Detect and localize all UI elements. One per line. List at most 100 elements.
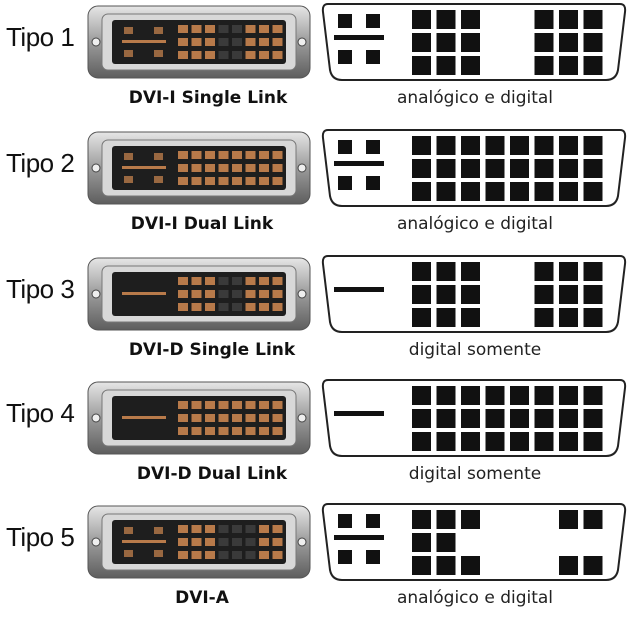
digital-pin — [485, 182, 505, 201]
connector-photo — [87, 5, 311, 79]
analog-contact — [154, 176, 163, 183]
digital-contact — [245, 151, 256, 159]
digital-contact — [191, 427, 202, 435]
digital-pin — [436, 409, 456, 428]
digital-pin — [436, 432, 456, 451]
digital-contact — [245, 277, 256, 285]
screw — [91, 37, 101, 47]
digital-contact — [232, 164, 242, 172]
digital-contact — [178, 25, 188, 33]
dvi-type-row-1: Tipo 1 DVI-I Single Link analógico e dig… — [0, 0, 640, 124]
digital-contact — [205, 427, 215, 435]
analog-blade — [122, 540, 166, 543]
digital-contact — [191, 25, 202, 33]
digital-contact — [259, 551, 269, 559]
digital-contact — [232, 538, 242, 546]
digital-pin — [436, 308, 456, 327]
digital-contact — [232, 151, 242, 159]
pin-diagram — [321, 255, 627, 333]
digital-pin — [559, 182, 578, 201]
digital-contact — [245, 427, 256, 435]
connector-photo — [87, 505, 311, 579]
digital-pin — [583, 182, 603, 201]
digital-contact — [245, 38, 256, 46]
digital-contact — [178, 303, 188, 311]
digital-pin — [583, 136, 603, 155]
dvi-type-row-3: Tipo 3 DVI-D Single Link digital somente — [0, 252, 640, 376]
digital-pin — [436, 10, 456, 29]
digital-pin — [559, 159, 578, 178]
digital-contact — [259, 277, 269, 285]
analog-contact — [154, 527, 163, 534]
dvi-type-row-2: Tipo 2 DVI-I Dual Link analógico e digit… — [0, 126, 640, 250]
analog-pin — [338, 176, 352, 190]
digital-contact — [259, 151, 269, 159]
digital-pin — [412, 533, 431, 552]
analog-contact — [154, 550, 163, 557]
digital-contact — [245, 303, 256, 311]
digital-contact — [245, 525, 256, 533]
analog-blade — [122, 40, 166, 43]
screw — [297, 413, 307, 423]
connector-photo — [87, 257, 311, 331]
pin-diagram — [321, 503, 627, 581]
digital-contact — [191, 151, 202, 159]
signal-label: digital somente — [408, 464, 542, 484]
digital-pin — [534, 308, 554, 327]
digital-contact — [218, 151, 229, 159]
digital-pin — [583, 159, 603, 178]
digital-pin — [559, 386, 578, 405]
digital-contact — [272, 290, 283, 298]
digital-pin — [583, 432, 603, 451]
digital-pin — [485, 159, 505, 178]
digital-pin — [436, 262, 456, 281]
analog-pin — [338, 550, 352, 564]
connector-name: DVI-I Dual Link — [130, 214, 274, 234]
analog-contact — [124, 550, 133, 557]
digital-pin — [436, 56, 456, 75]
dvi-type-row-5: Tipo 5 DVI-A analógico e digital — [0, 500, 640, 624]
digital-pin — [510, 409, 529, 428]
digital-contact — [245, 414, 256, 422]
digital-contact — [191, 164, 202, 172]
digital-contact — [205, 38, 215, 46]
digital-pin — [534, 136, 554, 155]
digital-contact — [218, 538, 229, 546]
analog-pin — [338, 140, 352, 154]
digital-contact — [218, 177, 229, 185]
digital-contact — [232, 290, 242, 298]
digital-contact — [272, 538, 283, 546]
pin-diagram — [321, 379, 627, 457]
digital-contact — [178, 427, 188, 435]
screw — [91, 413, 101, 423]
digital-contact — [205, 277, 215, 285]
digital-contact — [272, 151, 283, 159]
ground-blade — [334, 161, 384, 166]
analog-pin — [338, 50, 352, 64]
digital-pin — [461, 510, 480, 529]
digital-pin — [461, 182, 480, 201]
digital-contact — [218, 427, 229, 435]
digital-contact — [178, 538, 188, 546]
digital-contact — [272, 414, 283, 422]
analog-pin — [366, 176, 380, 190]
screw — [297, 537, 307, 547]
digital-contact — [205, 401, 215, 409]
analog-contact — [124, 176, 133, 183]
analog-pin — [366, 140, 380, 154]
digital-contact — [245, 25, 256, 33]
digital-pin — [461, 159, 480, 178]
digital-contact — [191, 414, 202, 422]
type-label: Tipo 3 — [6, 274, 75, 304]
analog-pin — [366, 550, 380, 564]
digital-contact — [178, 277, 188, 285]
connector-name: DVI-I Single Link — [128, 88, 288, 108]
analog-contact — [124, 27, 133, 34]
analog-contact — [124, 153, 133, 160]
screw — [91, 163, 101, 173]
digital-pin — [461, 136, 480, 155]
digital-pin — [583, 33, 603, 52]
digital-pin — [412, 10, 431, 29]
ground-blade — [334, 35, 384, 40]
